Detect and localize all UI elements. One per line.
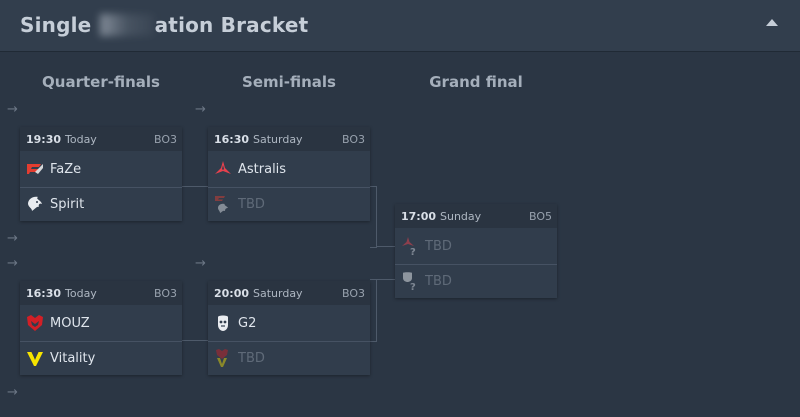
team-name: TBD	[238, 197, 265, 212]
connector-line	[182, 186, 208, 187]
match-day: Today	[65, 287, 97, 300]
arrow-icon: →	[7, 385, 18, 400]
vitality-logo-icon	[27, 351, 43, 366]
arrow-icon: →	[7, 102, 18, 117]
team-name: TBD	[425, 274, 452, 289]
match-time: 17:00	[401, 210, 437, 223]
match-day: Saturday	[253, 133, 303, 146]
round-title-semi-finals: Semi-finals	[242, 73, 336, 91]
team-row-g2[interactable]: G2	[208, 307, 370, 342]
match-time: 20:00	[214, 287, 250, 300]
match-format: BO5	[528, 210, 552, 223]
match-time: 16:30	[26, 287, 62, 300]
match-format: BO3	[153, 287, 177, 300]
team-row-faze[interactable]: FaZe	[20, 153, 182, 188]
match-card-qf2[interactable]: 16:30 Today BO3 MOUZ Vitality	[20, 281, 182, 375]
match-header: 17:00 Sunday BO5	[395, 204, 557, 228]
match-card-sf2[interactable]: 20:00 Saturday BO3 G2 TBD	[208, 281, 370, 375]
team-row-tbd: TBD	[208, 188, 370, 222]
svg-text:?: ?	[410, 282, 416, 290]
team-row-tbd: TBD	[208, 342, 370, 376]
mouz-vitality-placeholder-icon	[216, 349, 228, 367]
team-name: FaZe	[50, 162, 82, 177]
arrow-icon: →	[195, 102, 206, 117]
round-title-quarter-finals: Quarter-finals	[42, 73, 160, 91]
match-card-sf1[interactable]: 16:30 Saturday BO3 Astralis TBD	[208, 127, 370, 221]
match-card-grand-final[interactable]: 17:00 Sunday BO5 ? TBD ? TBD	[395, 204, 557, 298]
connector-line	[370, 186, 377, 248]
connector-line	[376, 246, 395, 247]
astralis-unknown-placeholder-icon: ?	[402, 237, 416, 255]
mouz-logo-icon	[27, 315, 43, 331]
team-row-tbd: ? TBD	[395, 230, 557, 265]
astralis-logo-icon	[215, 161, 231, 174]
connector-line	[182, 340, 208, 341]
team-name: Astralis	[238, 162, 287, 177]
g2-logo-icon	[218, 315, 228, 331]
arrow-icon: →	[7, 256, 18, 271]
match-header: 19:30 Today BO3	[20, 127, 182, 151]
team-name: TBD	[425, 239, 452, 254]
spirit-logo-icon	[28, 196, 42, 211]
match-day: Saturday	[253, 287, 303, 300]
g2-unknown-placeholder-icon: ?	[403, 272, 416, 290]
round-title-grand-final: Grand final	[429, 73, 523, 91]
match-day: Sunday	[440, 210, 482, 223]
arrow-icon: →	[7, 231, 18, 246]
faze-logo-icon	[27, 164, 43, 174]
connector-line	[370, 279, 377, 342]
chevron-up-icon[interactable]	[766, 19, 778, 26]
team-row-vitality[interactable]: Vitality	[20, 342, 182, 376]
team-row-spirit[interactable]: Spirit	[20, 188, 182, 222]
match-header: 16:30 Saturday BO3	[208, 127, 370, 151]
team-name: TBD	[238, 351, 265, 366]
title-end: ation Bracket	[154, 13, 309, 37]
svg-text:?: ?	[410, 247, 416, 255]
match-header: 20:00 Saturday BO3	[208, 281, 370, 305]
match-format: BO3	[341, 133, 365, 146]
arrow-icon: →	[195, 256, 206, 271]
match-time: 19:30	[26, 133, 62, 146]
team-row-tbd: ? TBD	[395, 265, 557, 299]
faze-spirit-placeholder-icon	[215, 196, 228, 213]
blurred-title-segment	[99, 14, 154, 36]
team-name: Vitality	[50, 351, 96, 366]
match-format: BO3	[341, 287, 365, 300]
team-name: MOUZ	[50, 316, 90, 331]
match-time: 16:30	[214, 133, 250, 146]
title-start: Single	[20, 13, 92, 37]
bracket-title: Single ation Bracket	[20, 13, 308, 37]
match-format: BO3	[153, 133, 177, 146]
connector-line	[376, 279, 395, 280]
bracket-header: Single ation Bracket	[0, 0, 800, 52]
team-name: G2	[238, 316, 257, 331]
team-name: Spirit	[50, 197, 85, 212]
match-header: 16:30 Today BO3	[20, 281, 182, 305]
team-row-astralis[interactable]: Astralis	[208, 153, 370, 188]
match-day: Today	[65, 133, 97, 146]
match-card-qf1[interactable]: 19:30 Today BO3 FaZe Spirit	[20, 127, 182, 221]
team-row-mouz[interactable]: MOUZ	[20, 307, 182, 342]
